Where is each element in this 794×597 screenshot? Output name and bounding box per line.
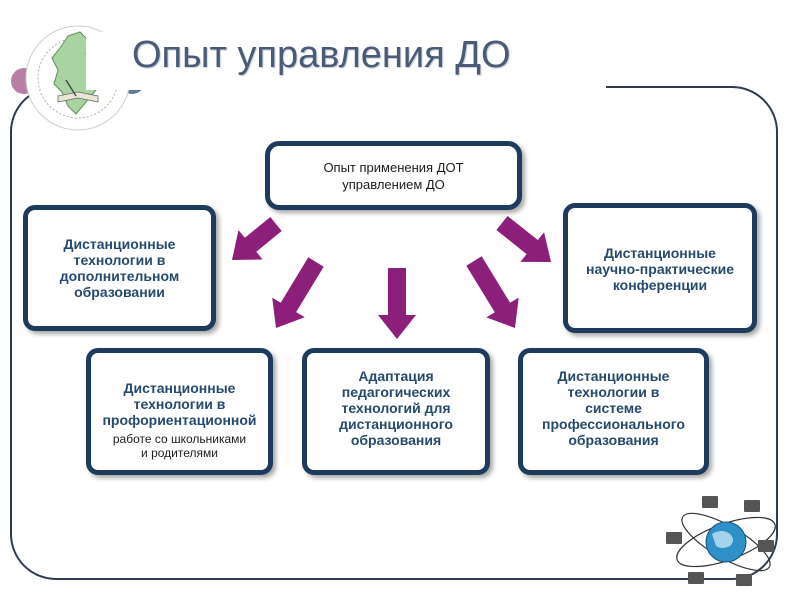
node-conf-box: Дистанционные научно-практические конфер… — [563, 203, 757, 333]
arrow-to-conf — [496, 216, 551, 262]
node-dop-box: Дистанционные технологии в дополнительно… — [23, 205, 216, 331]
node-conf-label: Дистанционные научно-практические конфер… — [585, 245, 734, 293]
globe-network-icon — [666, 496, 776, 586]
node-spo-box: Дистанционные технологии в системе профе… — [518, 348, 709, 475]
node-dop-label: Дистанционные технологии в дополнительно… — [59, 236, 180, 300]
node-spo-label: Дистанционные технологии в системе профе… — [542, 368, 685, 448]
title-band — [86, 32, 606, 90]
node-prof-label: Дистанционные технологии в профориентаци… — [102, 380, 257, 428]
arrow-to-adapt — [378, 268, 416, 339]
arrow-to-prof — [272, 257, 324, 328]
page-title: Опыт управления ДО — [132, 34, 511, 76]
node-adapt-label: Адаптация педагогических технологий для … — [339, 368, 453, 448]
globe-network-illustration — [660, 488, 778, 592]
node-prof-box: Дистанционные технологии в профориентаци… — [86, 348, 273, 475]
node-adapt-box: Адаптация педагогических технологий для … — [302, 348, 490, 475]
arrow-to-dop — [232, 217, 282, 260]
root-label: Опыт применения ДОТ управлением ДО — [323, 159, 464, 192]
root-box: Опыт применения ДОТ управлением ДО — [265, 141, 522, 210]
arrow-to-spo — [466, 256, 519, 328]
node-prof-note: работе со школьниками и родителями — [112, 432, 247, 460]
